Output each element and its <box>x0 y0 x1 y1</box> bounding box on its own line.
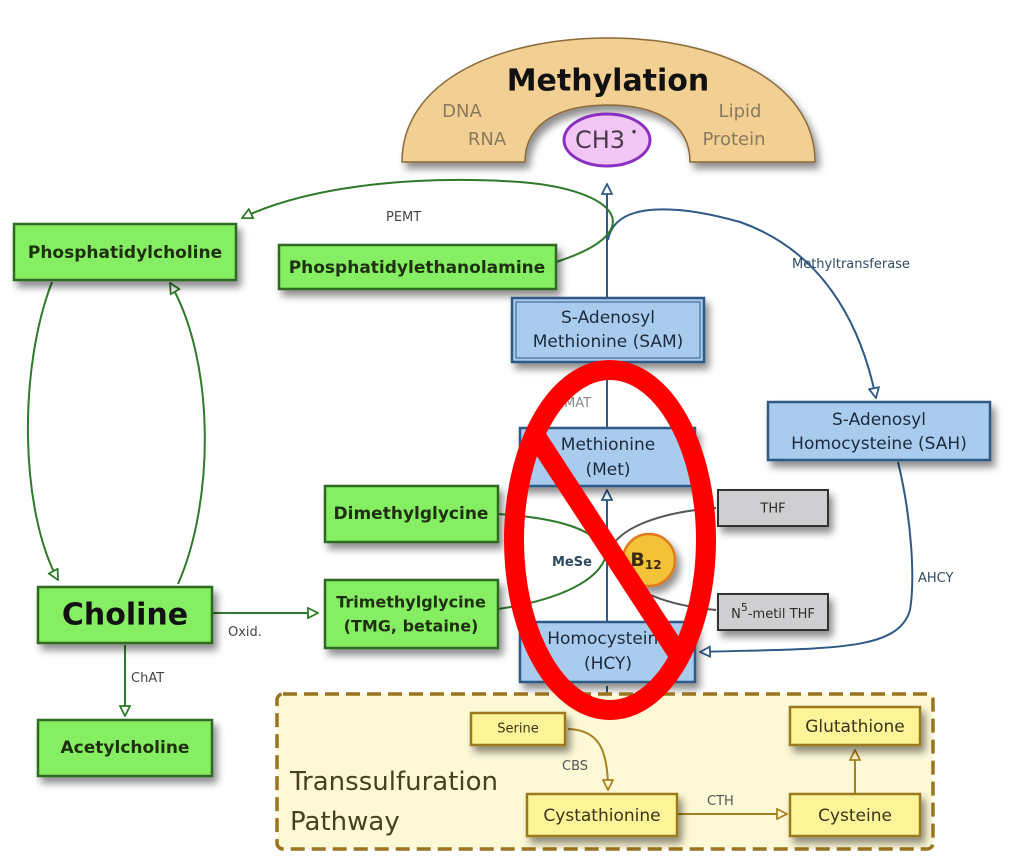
node-phosphatidylcholine-box <box>12 222 238 282</box>
node-homocysteine-line1: Homocysteine <box>547 629 669 649</box>
target-dna: DNA <box>442 101 482 122</box>
node-acetylcholine: Acetylcholine <box>61 738 190 758</box>
enzyme-mese: MeSe <box>552 555 592 570</box>
methylation-arch: Methylation DNA RNA Lipid Protein <box>401 37 816 163</box>
enzyme-oxid: Oxid. <box>228 625 262 640</box>
node-serine-box <box>469 711 567 747</box>
enzyme-cbs: CBS <box>562 759 588 774</box>
node-choline-box <box>36 585 214 645</box>
node-phosphatidylethanolamine-box <box>277 243 558 291</box>
node-phosphatidylethanolamine: Phosphatidylethanolamine <box>289 258 546 278</box>
node-methionine-line1: Methionine <box>561 435 655 455</box>
prohibition-ellipse <box>504 360 716 720</box>
node-thf-box <box>717 489 829 527</box>
enzyme-chat: ChAT <box>131 671 164 686</box>
enzyme-ahcy: AHCY <box>918 571 954 586</box>
node-sam-line2: Methionine (SAM) <box>533 332 684 352</box>
node-glutathione: Glutathione <box>805 717 905 737</box>
node-cysteine: Cysteine <box>818 806 892 826</box>
enzyme-methyltransferase: Methyltransferase <box>792 257 910 272</box>
methyl-group-node: CH3 • <box>562 112 652 168</box>
node-thf: THF <box>759 502 785 517</box>
node-n5-methyl-thf-box <box>717 593 829 631</box>
node-dimethylglycine-box <box>323 484 500 544</box>
node-cysteine-box <box>788 792 922 838</box>
methyl-radical-dot: • <box>630 126 637 140</box>
prohibition-sign-overlay <box>504 360 716 720</box>
node-choline: Choline <box>62 598 188 633</box>
node-cystathionine-box <box>525 792 679 838</box>
prohibition-slash <box>528 432 691 666</box>
node-trimethylglycine-box <box>323 578 500 650</box>
n5-superscript: 5 <box>741 601 748 614</box>
b12-letter: B <box>630 549 644 571</box>
transsulfuration-title-line1: Transsulfuration <box>289 767 498 797</box>
node-serine: Serine <box>497 722 538 737</box>
edge-sah-to-hcy <box>700 461 914 652</box>
node-n5-methyl-thf: N5-metil THF <box>731 601 815 622</box>
node-trimethylglycine-line2: (TMG, betaine) <box>344 617 479 636</box>
b12-subscript: 12 <box>645 558 662 572</box>
edge-choline-to-pc <box>170 283 206 585</box>
edge-serine-to-cystathionine-cbs <box>567 728 608 790</box>
target-rna: RNA <box>468 129 507 150</box>
node-trimethylglycine-line1: Trimethylglycine <box>336 593 486 612</box>
methyl-group-label: CH3 <box>575 126 625 154</box>
n5-prefix: N <box>731 607 741 622</box>
methylation-title: Methylation <box>507 64 710 99</box>
target-lipid: Lipid <box>719 101 762 122</box>
node-sah-line1: S-Adenosyl <box>832 410 926 430</box>
enzyme-pemt: PEMT <box>386 210 421 225</box>
transsulfuration-title-line2: Pathway <box>290 807 400 837</box>
edge-sam-to-sah <box>607 208 876 398</box>
node-homocysteine-line2: (HCY) <box>584 654 632 674</box>
node-acetylcholine-box <box>36 718 214 778</box>
enzyme-cth: CTH <box>707 794 734 809</box>
node-sah-line2: Homocysteine (SAH) <box>791 434 967 454</box>
node-glutathione-box <box>788 705 922 747</box>
n5-suffix: -metil THF <box>748 607 815 622</box>
edge-pe-to-pc-pemt <box>242 178 614 263</box>
edge-pc-to-choline <box>27 281 58 580</box>
target-protein: Protein <box>702 129 765 150</box>
node-dimethylglycine: Dimethylglycine <box>334 504 489 524</box>
node-phosphatidylcholine: Phosphatidylcholine <box>28 243 222 263</box>
b12-label: B12 <box>630 549 661 572</box>
transsulfuration-pathway-region <box>275 692 935 851</box>
node-sam-line1: S-Adenosyl <box>561 308 655 328</box>
node-methionine-line2: (Met) <box>585 460 630 480</box>
node-sah-box <box>766 400 992 462</box>
node-cystathionine: Cystathionine <box>543 806 660 826</box>
enzyme-mat: MAT <box>564 396 591 411</box>
